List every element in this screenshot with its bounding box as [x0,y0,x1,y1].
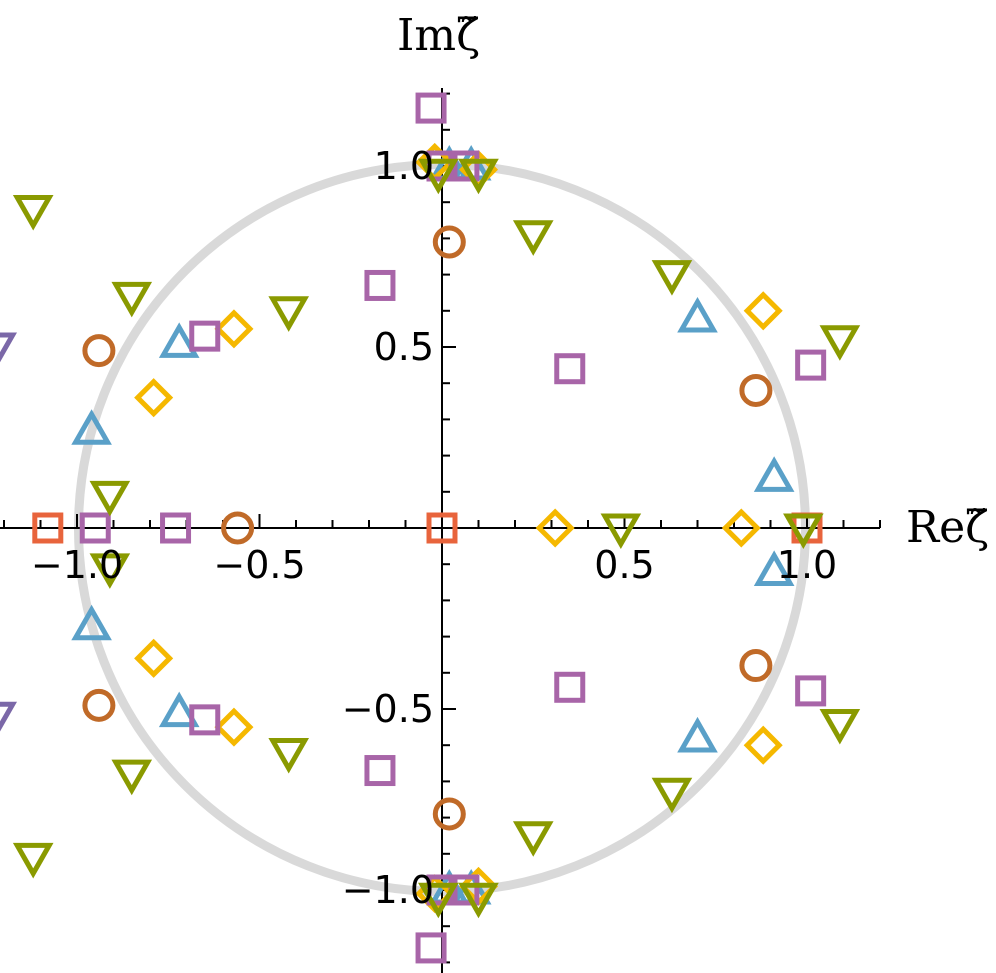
data-point-triangle-down [783,513,824,550]
y-tick-label: −0.5 [342,687,434,731]
data-point-square [32,512,64,544]
data-point-triangle-down [418,158,459,195]
y-tick-label: −1.0 [342,868,434,912]
data-point-triangle-down [0,701,18,732]
data-point-triangle-down [89,553,131,589]
tick-labels: −1.0 −0.5 0.5 1.0 1.0 0.5 −0.5 −1.0 [31,144,837,912]
data-point-triangle-up [677,716,718,753]
x-tick-label: −1.0 [31,543,123,587]
data-markers [0,92,861,964]
data-point-square [554,353,586,385]
data-point-triangle-down [819,708,861,745]
data-point-square [415,92,447,124]
data-point-triangle-down [89,480,131,517]
data-point-triangle-down [111,281,153,318]
data-point-triangle-up [677,297,718,333]
data-point-triangle-up [158,691,200,728]
data-point-diamond [134,378,174,418]
data-point-diamond [214,707,254,747]
data-point-triangle-up [753,550,795,586]
data-point-square [189,704,221,736]
data-point-triangle-down [651,260,693,296]
data-point-square [415,932,447,964]
data-point-circle [739,373,773,407]
data-point-square [795,675,827,707]
y-axis-label: Imζ̃ [397,10,480,61]
data-point-circle [82,334,116,368]
data-point-triangle-down [458,158,499,195]
data-point-triangle-down [819,325,861,361]
data-point-triangle-up [71,604,112,641]
data-point-circle [82,688,116,722]
data-point-square [364,755,396,787]
data-point-triangle-down [418,882,459,919]
data-point-triangle-down [512,220,554,256]
data-point-diamond [134,638,174,678]
data-point-triangle-down [512,821,554,857]
data-point-triangle-up [71,409,112,445]
data-point-square [189,320,221,352]
data-point-square [364,269,396,301]
y-tick-label: 0.5 [374,325,434,369]
x-tick-label: 0.5 [594,543,654,587]
y-tick-label: 1.0 [374,144,434,188]
x-axis-label: Reζ̃ [906,502,989,553]
data-point-square [160,512,192,544]
data-point-circle [739,649,773,683]
data-point-diamond [743,291,783,331]
data-point-circle [432,797,466,831]
data-point-diamond [535,508,575,548]
data-point-triangle-down [12,842,54,879]
data-point-triangle-down [600,513,642,550]
data-point-square [554,671,586,703]
data-point-triangle-down [111,759,153,796]
data-point-square [79,512,111,544]
data-point-square [795,349,827,381]
data-point-triangle-down [651,777,693,814]
data-point-diamond [721,508,761,548]
data-point-circle [221,511,255,545]
data-point-circle [432,225,466,259]
data-point-triangle-down [458,882,499,919]
data-point-triangle-down [0,332,18,363]
data-point-triangle-up [753,456,795,492]
data-point-diamond [214,309,254,349]
data-point-triangle-down [268,737,310,774]
data-point-triangle-down [12,194,54,231]
data-point-square [426,512,458,544]
data-point-triangle-up [158,322,200,358]
x-tick-label: −0.5 [213,543,305,587]
data-point-diamond [743,725,783,765]
data-point-triangle-down [268,296,310,332]
axes [0,88,880,973]
x-tick-label: 1.0 [777,543,837,587]
